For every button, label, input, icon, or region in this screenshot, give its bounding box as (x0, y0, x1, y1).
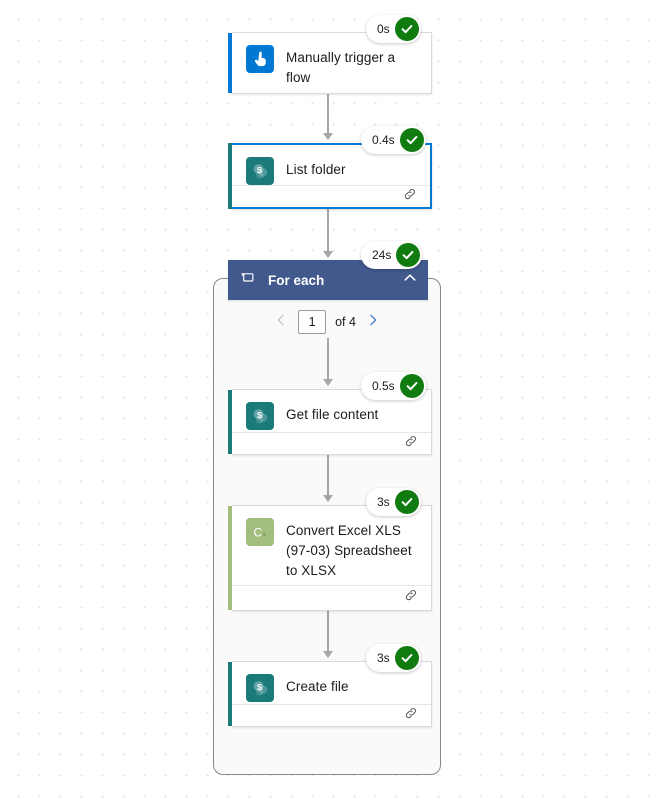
duration-label: 3s (377, 651, 390, 665)
node-header: Manually trigger a flow (232, 33, 431, 93)
node-footer (232, 584, 431, 610)
node-title: Get file content (286, 407, 379, 422)
duration-label: 24s (372, 248, 392, 262)
node-accent-bar (228, 33, 232, 93)
node-accent-bar (228, 662, 232, 726)
loop-icon (241, 270, 256, 290)
duration-label: 0.5s (372, 379, 395, 393)
status-badge-foreach: 24s (361, 241, 423, 269)
node-footer (232, 185, 430, 207)
cloudmersive-c-icon: C (246, 518, 274, 546)
node-header: S List folder (232, 145, 430, 185)
connector-getfile-to-convert (323, 455, 333, 502)
touch-trigger-icon (246, 45, 274, 73)
node-title: Convert Excel XLS (97-03) Spreadsheet to… (286, 523, 412, 578)
node-create-file[interactable]: S Create file (228, 661, 432, 727)
success-check-icon (396, 243, 421, 267)
svg-text:C: C (254, 525, 263, 539)
sharepoint-icon: S (246, 157, 274, 185)
connector-trigger-to-listfolder (323, 93, 333, 140)
node-footer (232, 431, 431, 454)
connector-listfolder-to-foreach (323, 209, 333, 258)
svg-text:S: S (256, 166, 262, 175)
connector-foreach-to-getfile (323, 338, 333, 386)
foreach-title: For each (268, 272, 325, 288)
pager-total-label: of 4 (335, 315, 356, 329)
node-header: S Get file content (232, 390, 431, 432)
success-check-icon (394, 17, 419, 41)
node-accent-bar (228, 143, 232, 209)
link-chain-icon[interactable] (402, 186, 418, 207)
pager-next-button[interactable] (365, 312, 381, 333)
chevron-up-icon[interactable] (402, 270, 418, 291)
status-badge-manual-trigger: 0s (366, 15, 421, 43)
link-chain-icon[interactable] (403, 705, 419, 726)
duration-label: 0.4s (372, 133, 395, 147)
svg-text:S: S (256, 683, 262, 692)
link-chain-icon[interactable] (403, 587, 419, 608)
node-get-file-content[interactable]: S Get file content (228, 389, 432, 455)
foreach-pager: 1 of 4 (213, 306, 441, 338)
node-header: S Create file (232, 662, 431, 704)
connector-convert-to-createfile (323, 611, 333, 658)
svg-text:S: S (256, 411, 262, 420)
success-check-icon (394, 646, 419, 670)
success-check-icon (399, 128, 424, 152)
node-manual-trigger[interactable]: Manually trigger a flow (228, 32, 432, 94)
node-header: C Convert Excel XLS (97-03) Spreadsheet … (232, 506, 431, 585)
pager-page-input[interactable]: 1 (298, 310, 327, 334)
sharepoint-icon: S (246, 402, 274, 430)
success-check-icon (394, 490, 419, 514)
node-accent-bar (228, 506, 232, 610)
success-check-icon (399, 374, 424, 398)
status-badge-list-folder: 0.4s (361, 126, 426, 154)
link-chain-icon[interactable] (403, 433, 419, 454)
node-list-folder[interactable]: S List folder (228, 143, 432, 209)
node-convert-excel[interactable]: C Convert Excel XLS (97-03) Spreadsheet … (228, 505, 432, 611)
node-title: Manually trigger a flow (286, 50, 396, 85)
duration-label: 0s (377, 22, 390, 36)
status-badge-get-file-content: 0.5s (361, 372, 426, 400)
duration-label: 3s (377, 495, 390, 509)
status-badge-convert-excel: 3s (366, 488, 421, 516)
pager-prev-button[interactable] (273, 312, 289, 333)
status-badge-create-file: 3s (366, 644, 421, 672)
sharepoint-icon: S (246, 674, 274, 702)
node-accent-bar (228, 390, 232, 454)
node-title: List folder (286, 162, 346, 177)
node-footer (232, 703, 431, 726)
node-title: Create file (286, 679, 349, 694)
